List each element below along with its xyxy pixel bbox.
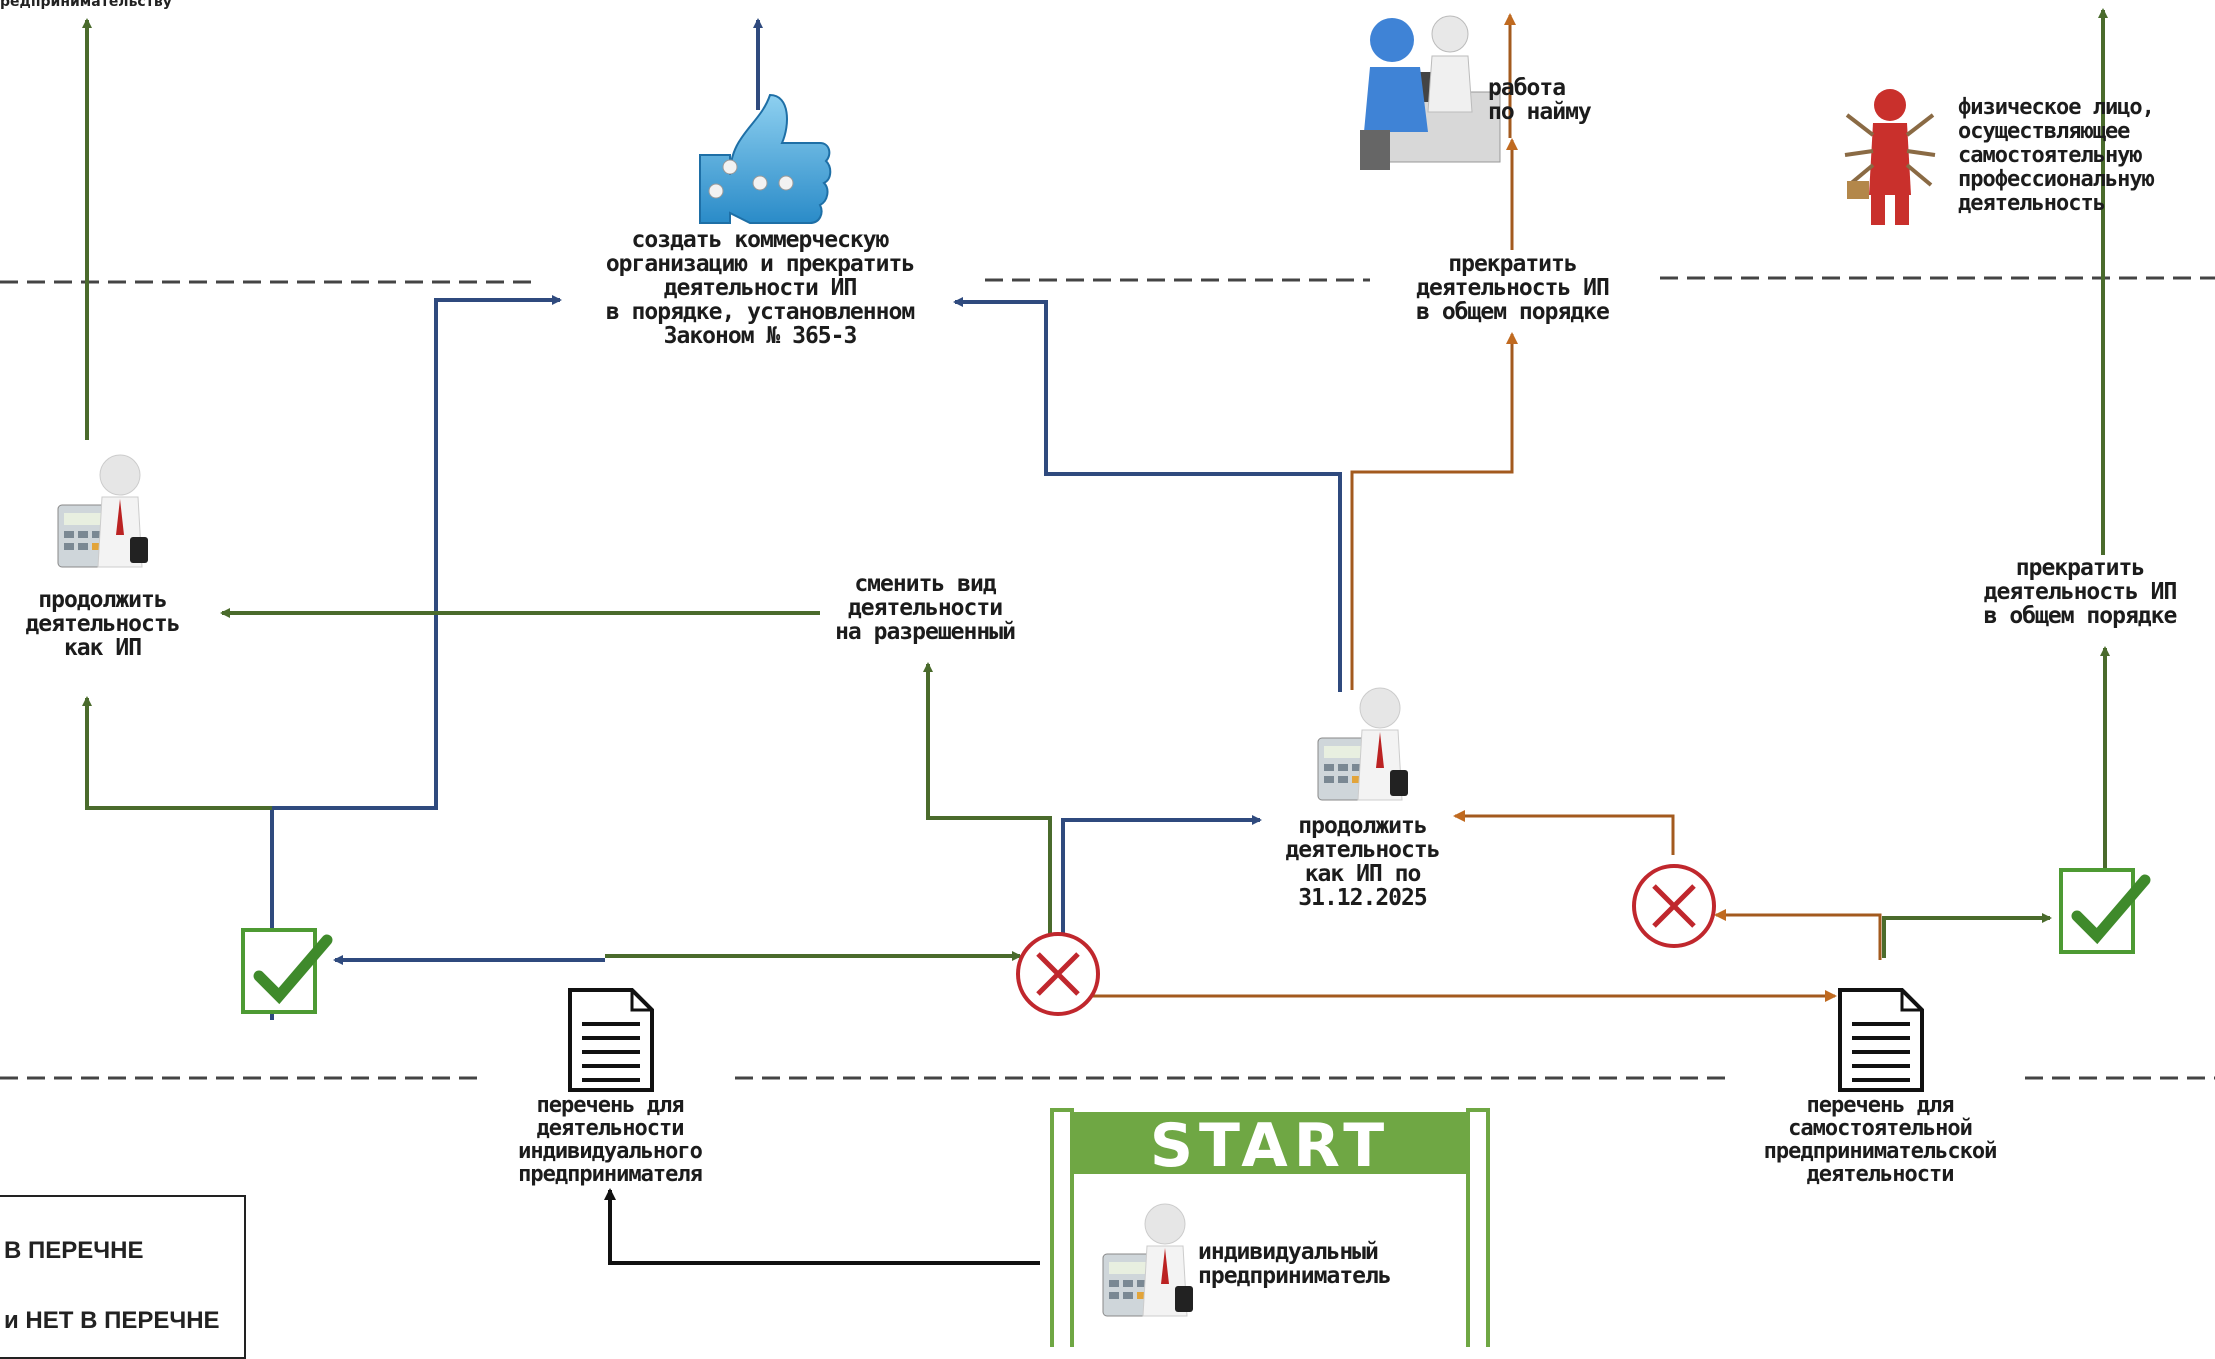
start-banner: START [1050,1108,1490,1347]
node-continue-ip-2025: продолжить деятельность как ИП по 31.12.… [1285,813,1440,911]
node-list-ip: перечень для деятельности индивидуальног… [518,1093,703,1187]
document-icon [568,988,654,1092]
node-hired-work: работа по найму [1488,75,1592,125]
businessman-calculator-icon [1102,1203,1193,1317]
node-create-org: создать коммерческую организацию и прекр… [605,227,915,349]
green-connectors [82,8,2110,961]
node-list-self: перечень для самостоятельной предпринима… [1763,1093,1998,1187]
check-icon [241,928,333,1014]
node-stop-ip-general-2: прекратить деятельность ИП в общем поряд… [1983,555,2178,629]
node-start-person: индивидуальный предприниматель [1198,1239,1392,1289]
businessman-calculator-icon [57,454,148,568]
businessman-calculator-icon [1317,687,1408,801]
multitask-worker-icon [1844,89,1936,225]
thumbs-up-team-icon [699,93,832,224]
legend-box: В ПЕРЕЧНЕ и НЕТ В ПЕРЕЧНЕ [0,1195,246,1359]
node-self-employed: физическое лицо, осуществляющее самостоя… [1958,95,2155,216]
node-stop-ip-general-1: прекратить деятельность ИП в общем поряд… [1416,251,1610,325]
cross-icon [1632,864,1716,948]
orange-connectors [1092,13,1882,1002]
dashed-separators [0,276,2215,1080]
start-banner-text: START [1150,1111,1390,1181]
check-icon [2059,868,2151,954]
office-work-icon [1360,15,1501,170]
node-change-activity: сменить вид деятельности на разрешенный [835,571,1016,645]
document-icon [1838,988,1924,1092]
truncated-top-text: редпринимательству [0,0,172,10]
start-connector [604,1188,1040,1265]
blue-connectors [270,18,1342,1020]
cross-icon [1016,932,1100,1016]
node-continue-ip: продолжить деятельность как ИП [25,587,180,661]
legend-not-in-list: и НЕТ В ПЕРЕЧНЕ [4,1307,220,1334]
legend-in-list: В ПЕРЕЧНЕ [4,1237,144,1264]
